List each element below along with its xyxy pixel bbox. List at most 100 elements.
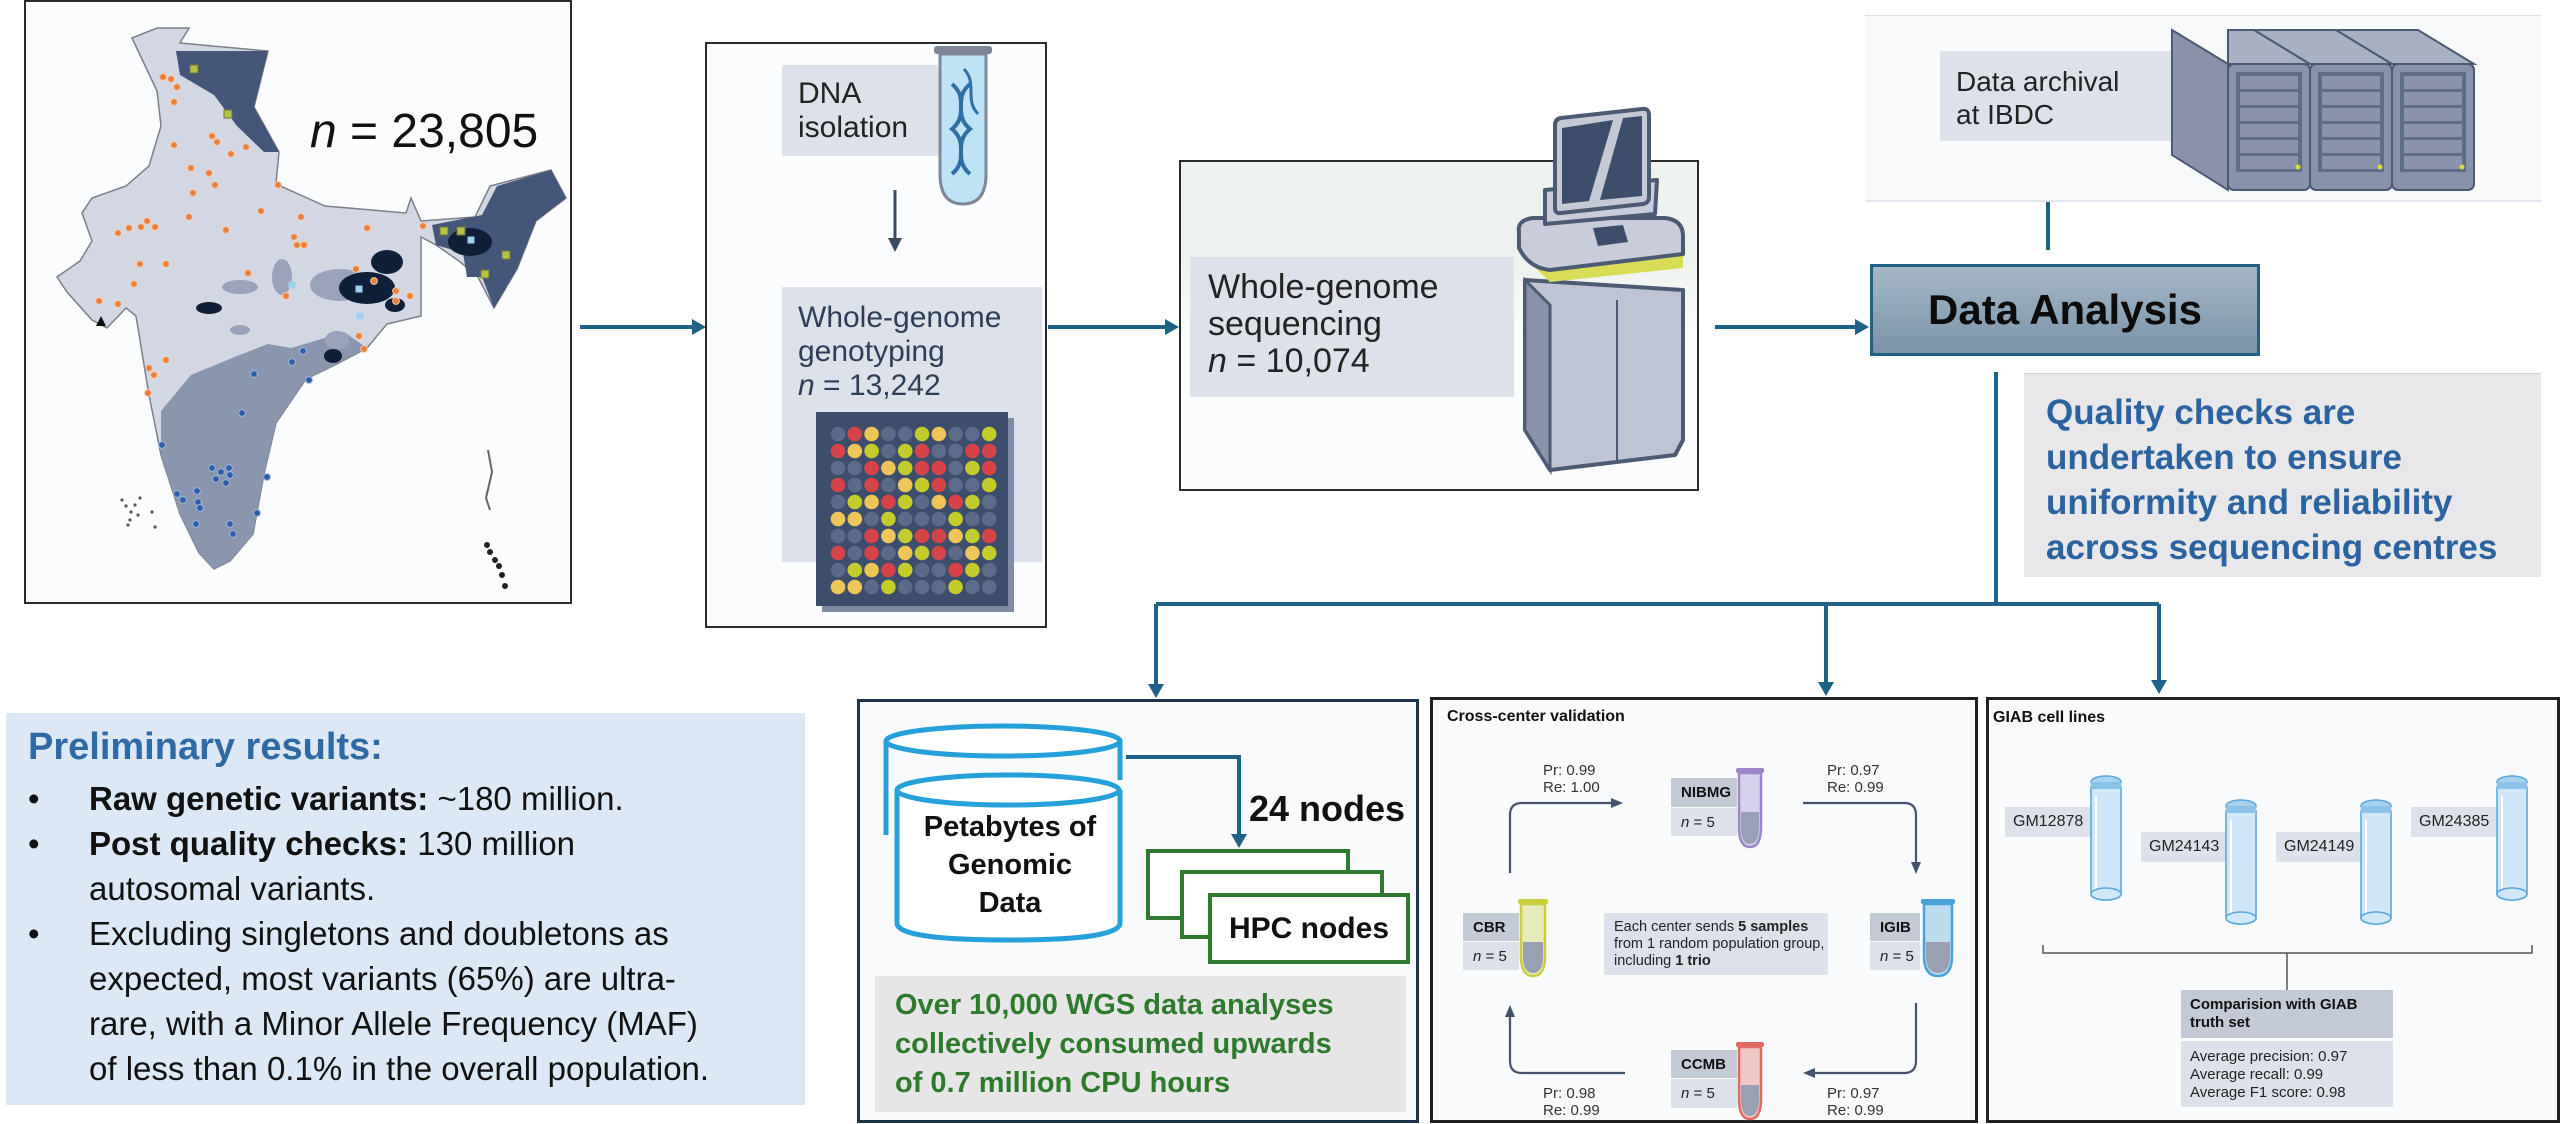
- bead-well: [948, 443, 963, 459]
- bead-well: [864, 579, 879, 595]
- bead-well: [981, 494, 997, 510]
- site-marker-south: [288, 358, 296, 366]
- tube-cap-band: [2361, 806, 2391, 813]
- storage-to-nodes-arrow: [1126, 755, 1247, 848]
- bead-well: [931, 511, 947, 527]
- bead-well: [981, 443, 997, 459]
- down-arrow-icon: [888, 190, 902, 252]
- preliminary-results-title: Preliminary results:: [28, 726, 383, 768]
- dna-isolation-line1: DNA: [798, 77, 862, 110]
- storage-label: Petabytes of Genomic Data: [900, 808, 1120, 922]
- bead-well: [847, 562, 863, 578]
- island-lakshadweep: [124, 504, 128, 508]
- cross-center-cycle-arrows: [1505, 798, 1921, 1078]
- site-marker-south: [208, 464, 216, 472]
- tube-cap-band: [2497, 782, 2527, 789]
- bead-well: [864, 426, 879, 442]
- tube-cap-band: [2226, 806, 2256, 813]
- server-drive: [2322, 92, 2380, 105]
- bead-well: [864, 477, 879, 493]
- server-drive: [2240, 124, 2298, 137]
- n-symbol: n: [1681, 1085, 1690, 1102]
- result-ultra-rare-cont: of less than 0.1% in the overall populat…: [89, 1050, 710, 1087]
- site-marker-north: [137, 223, 145, 231]
- data-analysis-title: Data Analysis: [1928, 286, 2202, 333]
- site-marker-north: [419, 222, 427, 230]
- site-marker-south: [179, 496, 187, 504]
- bead-well: [881, 443, 896, 459]
- bead-well: [864, 562, 879, 578]
- site-marker-north: [392, 297, 400, 305]
- genotyping-title-line1: Whole-genome: [798, 301, 1002, 334]
- summary-line1: Over 10,000 WGS data analyses: [895, 989, 1334, 1021]
- cell-line-tube-icon: [2225, 799, 2257, 925]
- result-value: 130 million: [408, 825, 576, 862]
- precision-value: Pr: 0.97: [1827, 1085, 1880, 1102]
- map-region-blob: [339, 272, 395, 304]
- bead-well: [948, 477, 963, 493]
- bead-well: [931, 494, 947, 510]
- note-emphasis: 1 trio: [1675, 953, 1711, 969]
- cpu-hours-summary: Over 10,000 WGS data analyses collective…: [875, 976, 1406, 1112]
- bead-well: [931, 545, 947, 561]
- arrowhead: [1148, 684, 1164, 698]
- cell-line-tube-icon: [2496, 775, 2528, 901]
- bead-well: [830, 477, 846, 493]
- bead-well: [847, 528, 863, 544]
- giab-bracket: [2042, 945, 2533, 992]
- site-marker-south: [253, 509, 261, 517]
- server-drive: [2404, 156, 2462, 169]
- site-marker-tibeto-burman: [189, 64, 199, 74]
- bead-well: [864, 528, 879, 544]
- genotyping-title-line2: genotyping: [798, 335, 945, 368]
- bead-well: [965, 545, 980, 561]
- sample-site-markers: [95, 64, 511, 589]
- site-marker-austroasiatic: [288, 281, 296, 289]
- bullet-icon: •: [28, 915, 40, 952]
- site-marker-north: [185, 213, 193, 221]
- site-marker-north: [211, 181, 219, 189]
- bead-well: [881, 511, 896, 527]
- server-drive: [2240, 76, 2298, 89]
- server-top: [2332, 29, 2478, 65]
- bead-well: [897, 545, 913, 561]
- island-lakshadweep: [136, 513, 140, 517]
- site-marker-north: [355, 332, 363, 340]
- sequencing-count: n = 10,074: [1208, 343, 1514, 380]
- result-ultra-rare-cont: rare, with a Minor Allele Frequency (MAF…: [89, 1005, 698, 1042]
- n-value: = 5: [1892, 947, 1914, 965]
- n-value: = 10,074: [1236, 342, 1370, 380]
- site-marker-north: [293, 241, 301, 249]
- island-lakshadweep: [138, 496, 142, 500]
- tube-sample: [1523, 942, 1543, 973]
- bead-well: [981, 511, 997, 527]
- summary-line2: collectively consumed upwards: [895, 1028, 1332, 1060]
- recall-value: Re: 0.99: [1827, 1102, 1884, 1119]
- bead-well: [830, 443, 846, 459]
- recall-value: Re: 0.99: [1543, 1102, 1600, 1119]
- site-marker-tibeto-burman: [456, 226, 466, 236]
- bead-well: [914, 494, 930, 510]
- site-marker-south: [299, 347, 307, 355]
- site-marker-north: [189, 189, 197, 197]
- bead-well: [897, 511, 913, 527]
- server-drive: [2240, 140, 2298, 153]
- site-marker-north: [370, 277, 378, 285]
- site-marker-north: [406, 292, 414, 300]
- bead-well: [931, 426, 947, 442]
- bead-well: [864, 545, 879, 561]
- cross-center-title: Cross-center validation: [1447, 708, 1625, 725]
- sequencing-label: Whole-genome sequencing n = 10,074: [1190, 257, 1514, 397]
- sequencer-machine-icon: [1516, 106, 1685, 476]
- bead-well: [948, 511, 963, 527]
- archival-label: Data archival at IBDC: [1940, 51, 2172, 141]
- island-nicobar: [499, 572, 505, 578]
- bullet-icon: •: [28, 780, 40, 817]
- tube-sample: [1741, 1085, 1759, 1116]
- island-nicobar: [487, 549, 493, 555]
- bead-well: [981, 528, 997, 544]
- site-marker-tibeto-burman: [439, 226, 449, 236]
- island-andaman: [484, 449, 494, 511]
